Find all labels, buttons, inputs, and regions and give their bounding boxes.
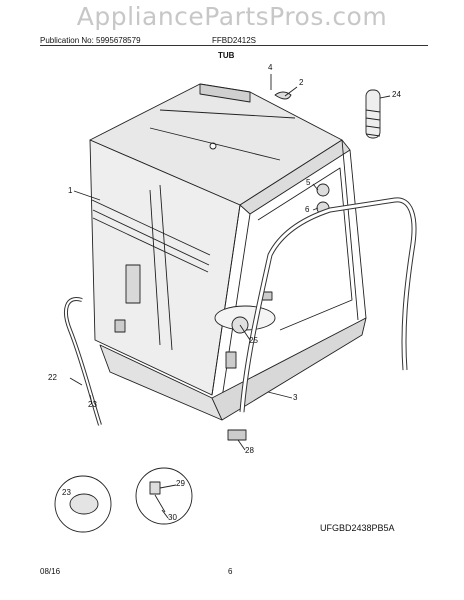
callout-3: 3 bbox=[293, 393, 298, 402]
callout-6: 6 bbox=[305, 205, 310, 214]
callout-2: 2 bbox=[299, 78, 304, 87]
callout-28: 28 bbox=[245, 446, 254, 455]
callout-25: 25 bbox=[249, 336, 258, 345]
callout-29: 29 bbox=[176, 479, 185, 488]
section-title: TUB bbox=[218, 51, 235, 60]
footer-date: 08/16 bbox=[40, 567, 61, 576]
callout-4: 4 bbox=[268, 63, 273, 72]
callout-23-detail: 23 bbox=[62, 488, 71, 497]
model-number: FFBD2412S bbox=[212, 36, 257, 45]
callout-22: 22 bbox=[48, 373, 57, 382]
watermark-text: AppliancePartsPros.com bbox=[76, 2, 388, 31]
detail-circle-29-30 bbox=[135, 467, 193, 525]
publication-number: Publication No: 5995678579 bbox=[40, 36, 141, 45]
callout-1: 1 bbox=[68, 186, 73, 195]
callout-23: 23 bbox=[88, 400, 97, 409]
callout-5: 5 bbox=[306, 178, 311, 187]
callout-24: 24 bbox=[392, 90, 401, 99]
vent-tube bbox=[365, 89, 381, 139]
detail-circle-23 bbox=[54, 475, 112, 533]
diagram-code: UFGBD2438PB5A bbox=[320, 523, 395, 533]
callout-30: 30 bbox=[168, 513, 177, 522]
footer-page-number: 6 bbox=[228, 567, 233, 576]
header-rule bbox=[40, 45, 428, 46]
